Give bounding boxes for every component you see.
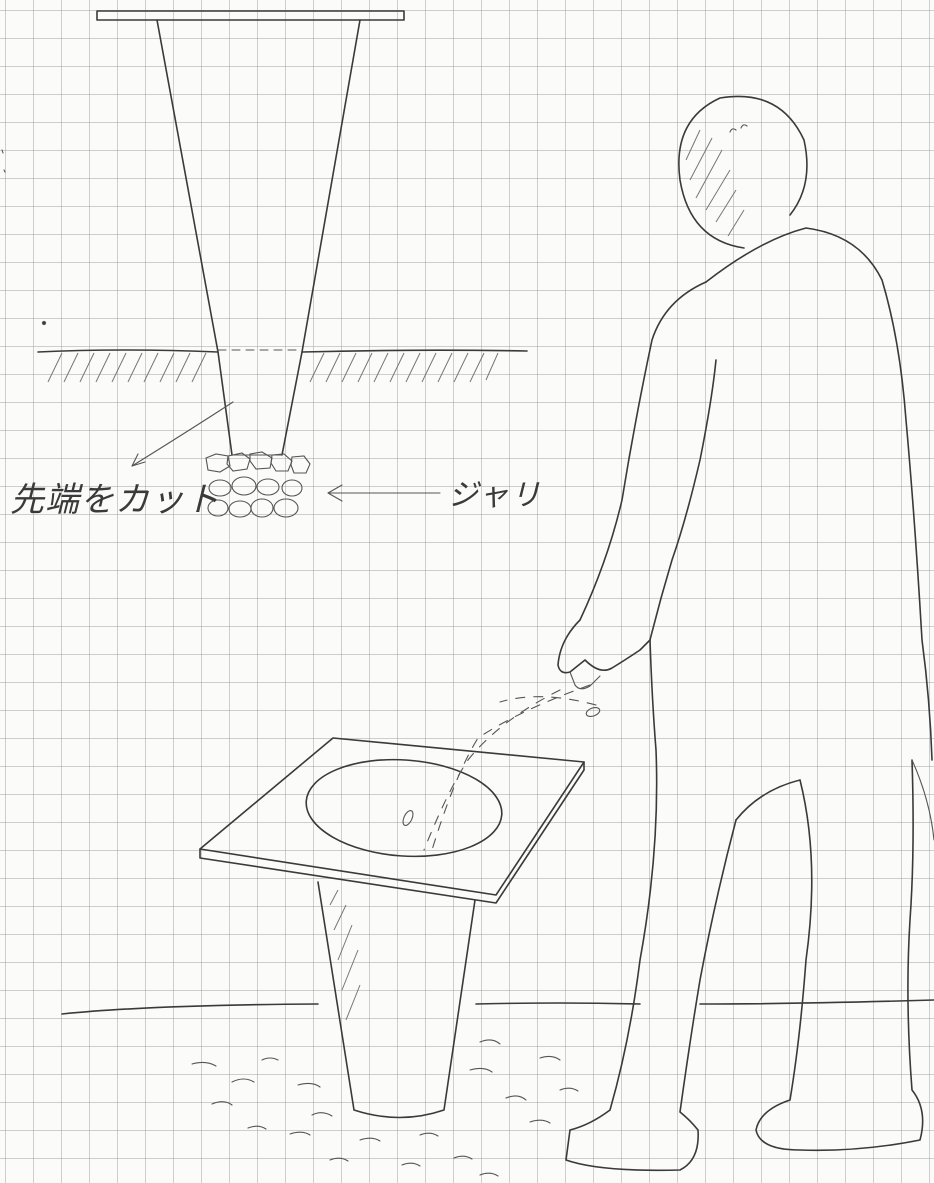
gravel-bed bbox=[206, 452, 310, 517]
cone-cross-section bbox=[97, 11, 404, 455]
cone-shading bbox=[330, 890, 360, 1020]
ground-left bbox=[38, 350, 218, 352]
stray-marks bbox=[2, 150, 46, 325]
floor-pebbles bbox=[192, 1040, 578, 1176]
person-back-leg bbox=[736, 760, 923, 1150]
cone-top-rim bbox=[97, 11, 404, 20]
cut-tip-label: 先端をカット bbox=[10, 472, 220, 521]
person-arm bbox=[558, 282, 716, 673]
person-head bbox=[679, 96, 807, 248]
ground-hatching bbox=[48, 353, 498, 382]
cone-right-wall bbox=[282, 20, 360, 455]
bowl-opening bbox=[303, 753, 505, 862]
tray-edge bbox=[200, 762, 584, 903]
urinal-cone bbox=[318, 882, 475, 1118]
person-back bbox=[706, 228, 932, 760]
cut-tip-arrow bbox=[132, 402, 233, 466]
tray-top bbox=[200, 738, 584, 895]
standing-person bbox=[558, 96, 934, 1170]
cone-left-wall bbox=[157, 20, 232, 455]
urinal-with-tray bbox=[200, 685, 601, 1118]
person-coat-hem bbox=[912, 760, 934, 840]
ground-right bbox=[302, 350, 527, 352]
ground-line bbox=[38, 350, 527, 382]
person-front-leg bbox=[566, 640, 736, 1170]
gravel-label: ジャリ bbox=[448, 470, 543, 514]
drop bbox=[401, 809, 415, 827]
ear-marks bbox=[730, 125, 747, 132]
drop bbox=[585, 706, 601, 718]
